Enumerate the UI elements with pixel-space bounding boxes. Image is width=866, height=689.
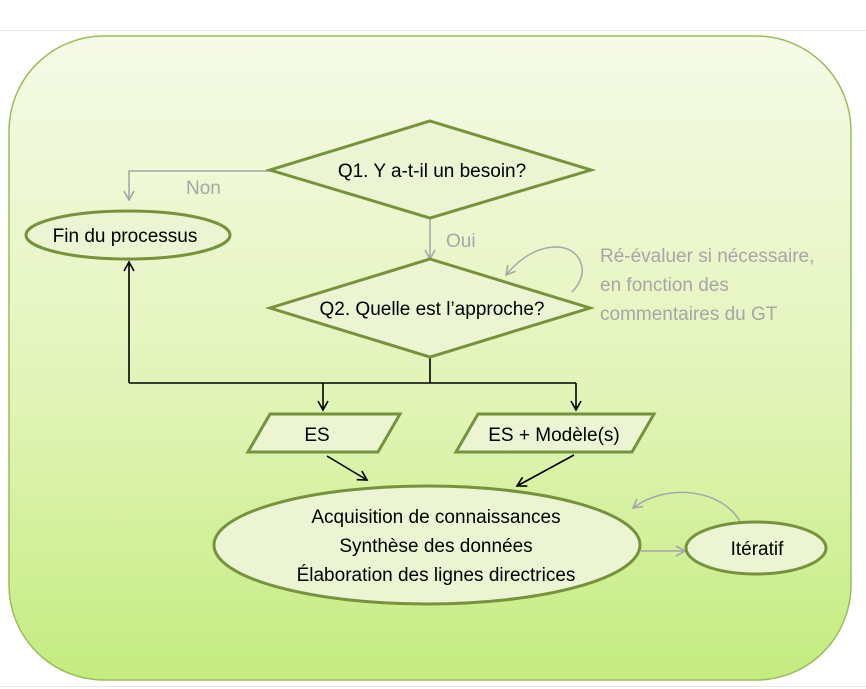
process-line-2: Synthèse des données — [339, 536, 532, 557]
decision-q1 — [264, 119, 597, 220]
q1-label: Q1. Y a-t-il un besoin? — [338, 161, 526, 182]
note-line-2: en fonction des — [600, 275, 729, 296]
parallelogram-es — [245, 412, 403, 454]
decision-q2 — [264, 257, 596, 359]
no-label: Non — [186, 178, 221, 199]
loop-arrow-reevaluate — [504, 246, 583, 293]
process-line-1: Acquisition de connaissances — [311, 507, 560, 528]
es-models-label: ES + Modèle(s) — [488, 425, 619, 446]
yes-label: Oui — [446, 231, 476, 252]
note-line-3: commentaires du GT — [600, 304, 778, 325]
arrow-es-to-process — [326, 455, 369, 481]
loop-arrow-iterative — [631, 491, 742, 524]
note-line-1: Ré-évaluer si nécessaire, — [600, 246, 814, 267]
es-label: ES — [304, 425, 329, 446]
top-separator — [0, 30, 866, 31]
process-ellipse — [212, 484, 642, 606]
bottom-separator — [0, 686, 866, 687]
iterative-label: Itératif — [731, 539, 785, 560]
arrow-es-models-to-process — [515, 454, 575, 487]
parallelogram-es-models — [453, 412, 657, 454]
process-line-3: Élaboration des lignes directrices — [297, 565, 576, 586]
end-label: Fin du processus — [53, 226, 198, 247]
arrow-q1-to-end — [123, 170, 272, 202]
q2-label: Q2. Quelle est l’approche? — [320, 299, 545, 320]
iterative-ellipse — [684, 520, 828, 576]
terminator-end — [24, 209, 232, 261]
